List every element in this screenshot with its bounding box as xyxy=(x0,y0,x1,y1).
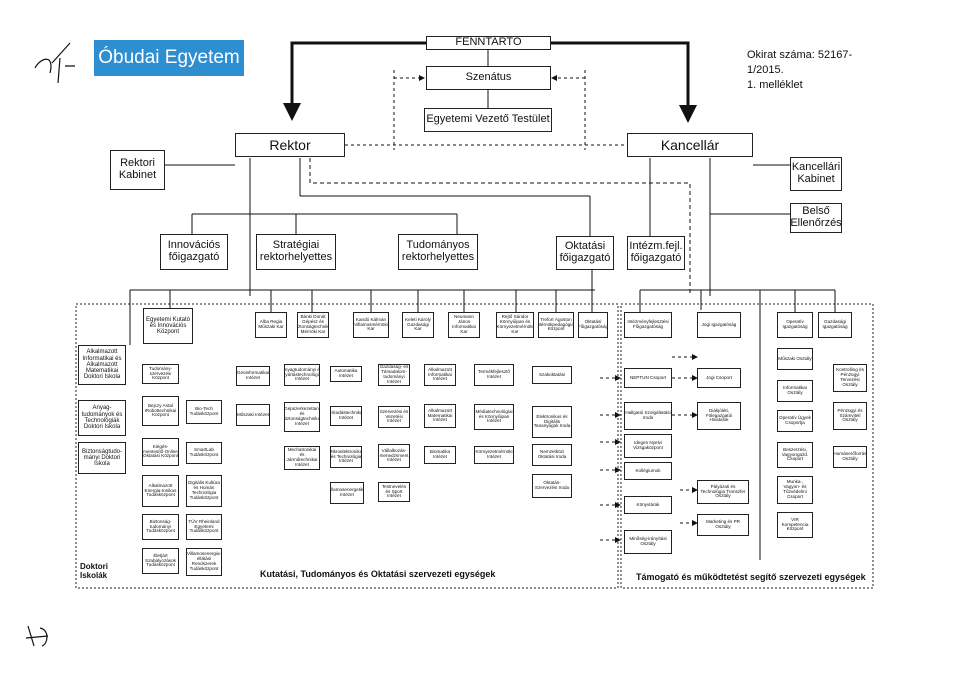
box-banki-inst-3: Mechatronikai és Járműtechnikai Intézet xyxy=(284,446,320,470)
box-kancellari-kabinet: Kancellári Kabinet xyxy=(790,157,842,191)
box-kando-inst-2: Híradástechnika Intézet xyxy=(330,406,362,426)
box-banki-inst-1: Anyagtudományi és Gyártástechnológiai In… xyxy=(284,364,320,386)
label-support-units: Támogató és működtetést segítő szervezet… xyxy=(636,572,866,582)
box-ekik-unit-4: Alkalmazott Energia-tonikus Tudásközpont xyxy=(142,475,179,507)
box-trefort-unit-1: Szakoktatási xyxy=(532,366,572,384)
box-faculty-kando: Kandó Kálmán Villamosmérnöki Kar xyxy=(353,312,389,338)
box-tudomanyos: Tudományos rektorhelyettes xyxy=(398,234,478,270)
box-kando-inst-3: Mikroelektronikai és Technológia Intézet xyxy=(330,446,362,468)
box-fenntarto: FENNTARTÓ xyxy=(426,36,551,50)
box-oktatasi: Oktatási főigazgató xyxy=(556,236,614,270)
box-neumann-inst-3: Biomatika Intézet xyxy=(424,446,456,464)
box-rektor: Rektor xyxy=(235,133,345,157)
box-rejto-inst-2: Médiatechnológiai és Könnyűipari Intézet xyxy=(474,404,514,430)
box-kando-inst-1: Automatika Intézet xyxy=(330,366,362,382)
box-ekik-unit-5: Biztonság-tudományi Tudásközpont xyxy=(142,514,179,540)
box-support-gazdasagi-4: Humánerőforrás Osztály xyxy=(833,446,867,468)
box-rejto-inst-1: Termékfejlesztő Intézet xyxy=(474,364,514,386)
box-support-operativ-2: Műszaki Osztály xyxy=(777,348,813,370)
box-intezm: Intézm.fejl. főigazgató xyxy=(627,236,685,270)
box-faculty-oktatasi: Oktatási Főigazgatóság xyxy=(578,312,608,338)
box-banki-inst-2: Gépszerkezettani és Biztonságtechnikai I… xyxy=(284,402,320,432)
box-alba-inst-2: Műszaki Intézet xyxy=(236,404,270,426)
box-faculty-banki: Bánki Donát Gépész és Biztonságtechnikai… xyxy=(297,312,329,338)
box-trefort-unit-2: Elektronikus és Digitális Tananyagok Iro… xyxy=(532,406,572,438)
label-research-units: Kutatási, Tudományos és Oktatási szervez… xyxy=(260,569,496,579)
signature-mark-bottom xyxy=(25,625,49,647)
box-support-gazdasagi-2: Kontrolling és Pénzügyi Tervezési Osztál… xyxy=(833,364,867,392)
box-support-jogi-5: Marketing és PR Osztály xyxy=(697,514,749,536)
box-innovacios: Innovációs főigazgató xyxy=(160,234,228,270)
box-trefort-unit-4: Oktatás-Szervezési Iroda xyxy=(532,474,572,498)
box-ekik-unit2-2: SmartLab Tudásközpont xyxy=(186,442,222,464)
box-ekik-unit-1: Tudomány-szervezési Központ xyxy=(142,364,179,384)
box-support-intezm-7: Minőség-irányítási Osztály xyxy=(624,530,672,554)
signature-mark xyxy=(34,42,75,84)
box-neumann-inst-1: Alkalmazott Informatikai Intézet xyxy=(424,364,456,386)
box-rejto-inst-3: Környezetmérnöki Intézet xyxy=(474,446,514,464)
box-belso-ellenorzes: Belső Ellenőrzés xyxy=(790,203,842,233)
box-ekik-unit2-5: Villamosenergia-ellátási Rendszerek Tudá… xyxy=(186,548,222,576)
box-ekik-unit2-4: TÜV Rheinland Egyetemi Tudásközpont xyxy=(186,514,222,540)
box-support-intezm-2: NEPTUN Csoport xyxy=(624,368,672,388)
box-support-operativ-1: Operatív Igazgatóság xyxy=(777,312,813,338)
box-support-operativ-6: Munka-, Vagyon- és Tűzvédelmi Csoport xyxy=(777,476,813,504)
box-neumann-inst-2: Alkalmazott Matematikai Intézet xyxy=(424,404,456,428)
box-faculty-neumann: Neumann János Informatikai Kar xyxy=(448,312,480,338)
box-support-jogi-2: Jogi Csoport xyxy=(697,368,741,388)
box-support-operativ-7: VIR Kompetencia Központ xyxy=(777,512,813,538)
box-ekik-unit-6: Életjárt Szabályozások Tudásközpont xyxy=(142,548,179,574)
box-support-operativ-5: Beszerzési, Vagyongazd. Csoport xyxy=(777,442,813,468)
box-support-intezm-3: Hallgatói Szolgáltatási Iroda xyxy=(624,402,672,430)
box-ekik-unit2-3: Digitális Kultúra és Humán Technológia T… xyxy=(186,475,222,507)
box-support-operativ-4: Operatív Ügyek Csoportja xyxy=(777,410,813,432)
box-ekik: Egyetemi Kutató és Innovációs Központ xyxy=(143,308,193,344)
box-support-intezm-1: Intézményfejlesztési Főigazgatóság xyxy=(624,312,672,338)
box-keleti-inst-1: Gazdaság- és Társadalom-tudományi Intéze… xyxy=(378,364,410,386)
box-trefort-unit-3: Nemzetközi Oktatási Iroda xyxy=(532,444,572,466)
box-doctoral-2: Anyag-tudományok és Technológiák Doktori… xyxy=(78,400,126,436)
box-evt: Egyetemi Vezető Testület xyxy=(424,108,552,132)
box-support-gazdasagi-1: Gazdasági Igazgatóság xyxy=(818,312,852,338)
box-keleti-inst-3: Vállalkozás-menedzsment Intézet xyxy=(378,444,410,468)
label-doctoral-schools: Doktori Iskolák xyxy=(80,562,108,580)
box-support-intezm-6: Könyvtárak xyxy=(624,496,672,514)
box-ekik-unit-2: Bejczy Antal iRobottechnikai Központ xyxy=(142,396,179,426)
doc-ref-line2: 1/2015. xyxy=(747,64,784,76)
box-faculty-keleti: Keleti Károly Gazdasági Kar xyxy=(402,312,434,338)
box-faculty-rejto: Rejtő Sándor Könnyűipari és Környezetmér… xyxy=(496,312,534,338)
box-support-jogi-3: Diákjóléti, Fölegazgatói Hivatalok xyxy=(697,402,741,430)
document-reference: Okirat száma: 52167- 1/2015. 1. mellékle… xyxy=(747,48,857,93)
box-doctoral-3: Biztonságtudo-mányi Doktori Iskola xyxy=(78,442,126,474)
box-doctoral-1: Alkalmazott Informatikai és Alkalmazott … xyxy=(78,345,126,385)
box-ekik-unit2-1: Bio-Tech Tudásközpont xyxy=(186,400,222,424)
box-support-jogi-4: Pályázati és Technológia Transzfer Osztá… xyxy=(697,480,749,504)
box-support-gazdasagi-3: Pénzügyi és Számviteli Osztály xyxy=(833,402,867,430)
box-kando-inst-4: Villamosenergetikai Intézet xyxy=(330,482,364,504)
box-szenatus: Szenátus xyxy=(426,66,551,90)
box-keleti-inst-4: Testnevelés és Sport Intézet xyxy=(378,482,410,502)
doc-ref-line1: Okirat száma: 52167- xyxy=(747,49,853,61)
box-keleti-inst-2: Szervezési és Vezetési Intézet xyxy=(378,406,410,428)
doc-ref-line3: 1. melléklet xyxy=(747,79,803,91)
box-ekik-unit-3: Kiégés-mentesítő Online Oktatási Központ xyxy=(142,438,179,466)
box-faculty-alba: Alba Regia Műszaki Kar xyxy=(255,312,287,338)
box-strategiai: Stratégiai rektorhelyettes xyxy=(256,234,336,270)
box-support-jogi-1: Jogi Igazgatóság xyxy=(697,312,741,338)
box-kancellar: Kancellár xyxy=(627,133,753,157)
box-support-operativ-3: Informatikai Osztály xyxy=(777,380,813,402)
header-title: Óbudai Egyetem xyxy=(94,40,244,76)
box-support-intezm-4: Idegen Nyelvi Vizsgaközpont xyxy=(624,434,672,458)
box-support-intezm-5: Kollégiumok xyxy=(624,462,672,480)
box-alba-inst-1: Geoinformatikai Intézet xyxy=(236,366,270,386)
box-faculty-trefort: Trefort Ágoston Mérnökpedagógiai Központ xyxy=(538,312,574,338)
box-rektori-kabinet: Rektori Kabinet xyxy=(110,150,165,190)
